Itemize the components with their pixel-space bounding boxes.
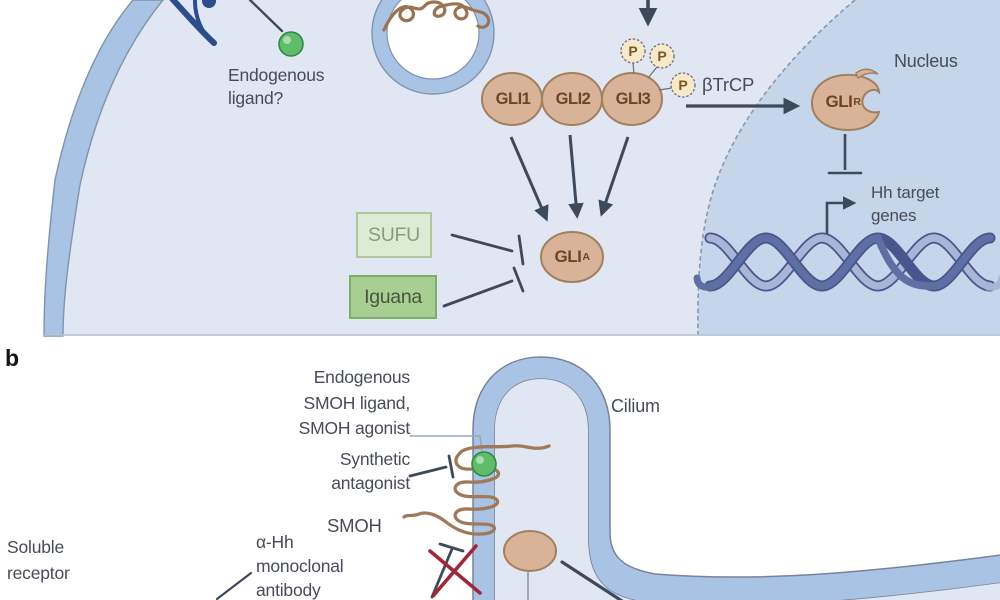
gli-repressor-icon	[810, 68, 881, 132]
cilium-protein-icon	[503, 530, 557, 600]
sufu-text: SUFU	[368, 223, 420, 246]
gli-repressor-base: GLI	[825, 92, 853, 111]
gli-activator-oval	[540, 231, 604, 283]
gli-repressor-sup: R	[853, 96, 861, 108]
gli-oval-group	[481, 72, 663, 126]
iguana-box	[349, 275, 437, 319]
nucleus-label: Nucleus	[894, 51, 958, 71]
vesicle-icon	[371, 0, 495, 95]
panel-a-cell	[43, 0, 1000, 337]
cilium-label: Cilium	[611, 396, 660, 416]
phosphate-3-text: P	[678, 77, 688, 93]
cilium-interior	[495, 379, 1000, 600]
smoh-in-vesicle-icon	[382, 0, 491, 32]
panel-b-cell	[215, 356, 1000, 600]
hh-target-genes-label: Hh target genes	[871, 183, 940, 225]
gli3-oval	[601, 72, 663, 126]
gli-activator-base: GLI	[554, 247, 582, 266]
endogenous-ligand-label: Endogenous ligand?	[228, 65, 325, 108]
nucleus	[697, 0, 1000, 336]
soluble-receptor-label: Soluble receptor	[7, 537, 70, 583]
smoh-label: SMOH	[327, 515, 382, 536]
gli-activator-sup: A	[582, 251, 590, 263]
endogenous-smoh-label: Endogenous SMOH ligand, SMOH agonist	[298, 367, 411, 438]
phosphate-3-icon	[670, 72, 696, 98]
panel-b-letter: b	[5, 345, 20, 371]
phosphate-1-icon	[620, 38, 646, 64]
gli3-text: GLI3	[615, 89, 651, 108]
phosphate-1-text: P	[628, 43, 638, 59]
sufu-inhibition-tbar	[450, 233, 525, 266]
phosphate-2-icon	[649, 43, 675, 69]
blocked-inhibition-icon	[428, 542, 482, 599]
phosphate-2-text: P	[657, 48, 667, 64]
cilium-diagonal-line	[560, 560, 624, 600]
gli2-text: GLI2	[555, 89, 591, 108]
plasma-membrane	[43, 0, 164, 337]
smoh-receptor-icon	[402, 444, 551, 536]
ptch-receptor-icon	[169, 0, 217, 46]
sufu-box	[356, 212, 432, 258]
ligand-leader-line	[248, 0, 284, 33]
iguana-text: Iguana	[364, 285, 422, 308]
phosphate-group-icon	[620, 38, 696, 98]
endogenous-ligand-icon	[278, 31, 304, 57]
gli1-text: GLI1	[495, 89, 531, 108]
nucleus-envelope	[697, 0, 856, 337]
antibody-leader-line	[215, 571, 253, 600]
gli-activation-arrows	[509, 134, 630, 222]
glir-inhibition-tbar	[827, 134, 863, 175]
iguana-inhibition-tbar	[442, 266, 525, 308]
alpha-hh-antibody-label: α-Hh monoclonal antibody	[256, 532, 344, 600]
smoh-ligand-icon	[471, 451, 497, 477]
synthetic-antagonist-label: Synthetic antagonist	[331, 449, 410, 493]
btrcp-label: βTrCP	[702, 74, 755, 95]
transcription-arrow	[825, 196, 857, 242]
dna-helix-icon	[693, 232, 1000, 292]
antagonist-inhibition-tbar	[408, 454, 455, 479]
